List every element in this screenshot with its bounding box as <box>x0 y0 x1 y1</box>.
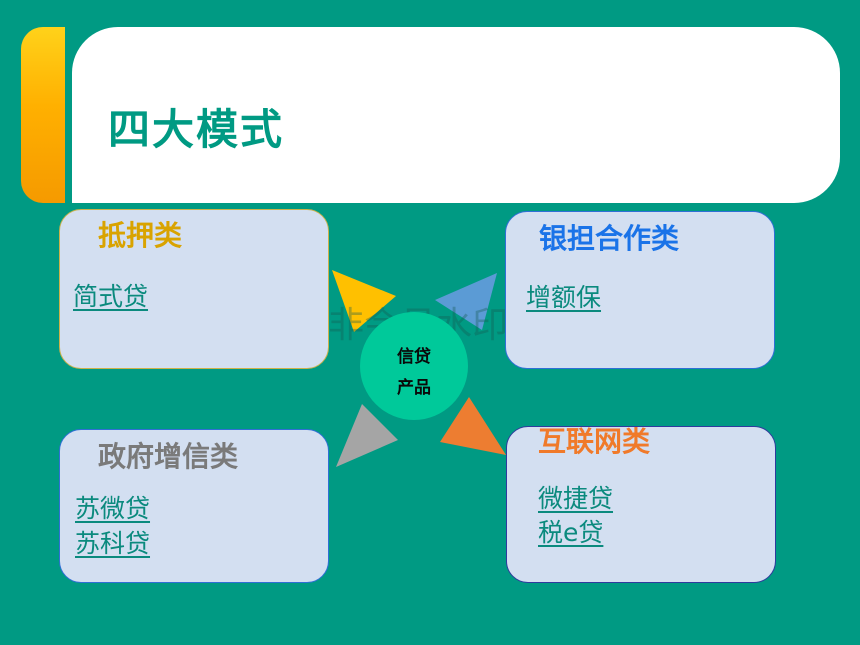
arrow-top-right <box>435 273 497 330</box>
center-label-line1: 信贷 <box>397 347 431 367</box>
category-title-bank-guarantee: 银担合作类 <box>539 222 680 255</box>
product-link-weijiedai[interactable]: 微捷贷 <box>538 484 614 513</box>
category-title-internet: 互联网类 <box>538 425 651 458</box>
arrow-top-left <box>332 270 396 332</box>
header-accent-bar <box>21 27 65 203</box>
product-link-zengebao[interactable]: 增额保 <box>526 283 602 312</box>
product-link-shuiedai[interactable]: 税e贷 <box>538 518 604 547</box>
category-card-bank-guarantee <box>505 211 775 369</box>
arrow-bottom-left <box>336 404 398 467</box>
header-panel <box>72 27 840 203</box>
arrow-bottom-right <box>440 397 506 455</box>
product-link-suweidai[interactable]: 苏微贷 <box>75 494 151 523</box>
product-link-sukedai[interactable]: 苏科贷 <box>75 529 151 558</box>
category-card-mortgage <box>59 209 329 369</box>
category-title-mortgage: 抵押类 <box>98 219 183 252</box>
center-hub: 信贷 产品 <box>360 312 468 420</box>
product-link-jianshidai[interactable]: 简式贷 <box>73 282 149 311</box>
center-label-line2: 产品 <box>397 378 431 398</box>
page-title: 四大模式 <box>108 105 285 154</box>
category-title-government: 政府增信类 <box>98 440 239 473</box>
category-card-government <box>59 429 329 583</box>
category-card-internet <box>506 426 776 583</box>
